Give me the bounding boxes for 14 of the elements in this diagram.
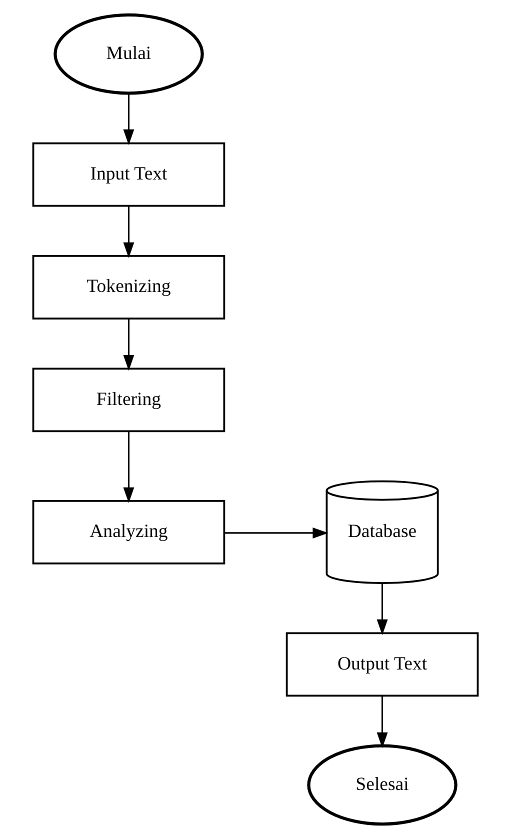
arrow	[122, 206, 134, 258]
node-box: Filtering	[32, 368, 225, 432]
node-box: Analyzing	[32, 500, 225, 564]
arrow	[376, 584, 388, 636]
arrow	[122, 94, 134, 146]
node-box: Output Text	[285, 632, 478, 697]
arrow	[224, 527, 328, 538]
arrow	[122, 431, 134, 503]
node-ellipse: Selesai	[306, 744, 457, 826]
node-ellipse: Mulai	[53, 13, 204, 95]
arrow	[376, 696, 388, 748]
node-box: Tokenizing	[32, 255, 225, 320]
node-box: Input Text	[32, 142, 225, 207]
arrow	[122, 318, 134, 371]
